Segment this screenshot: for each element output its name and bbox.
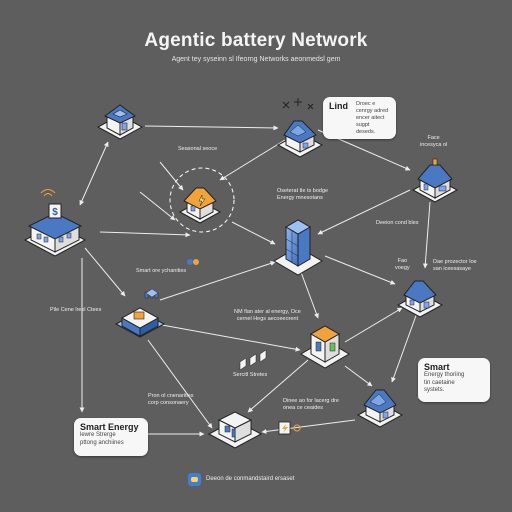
label-design-cond: Deeion cond bles bbox=[376, 220, 419, 226]
focus-ring bbox=[169, 167, 235, 233]
callout-heading: Lind bbox=[329, 101, 348, 111]
connector bbox=[261, 419, 356, 434]
connector bbox=[344, 365, 373, 387]
svg-text:$: $ bbox=[52, 207, 58, 218]
connector bbox=[159, 161, 184, 191]
connector bbox=[391, 309, 419, 383]
label-pron: Pron ol cnenarities corp consonaery bbox=[148, 393, 194, 406]
callout-lind: Lind Droec e cenrgy adred encer aitect s… bbox=[323, 97, 396, 139]
connector bbox=[159, 261, 276, 301]
connector bbox=[161, 324, 301, 352]
callout-body: Droec e cenrgy adred encer aitect sugpt … bbox=[356, 101, 389, 135]
footer-caption: Deeon de conmandstaird ersaset bbox=[206, 476, 295, 482]
energy-storage-house-icon[interactable] bbox=[411, 158, 459, 203]
connector bbox=[219, 139, 286, 181]
connector bbox=[247, 359, 309, 413]
solar-house-right-icon[interactable] bbox=[396, 280, 444, 318]
connector bbox=[422, 201, 431, 269]
label-nm-fan: NM flan ater al energy, Oce cernel Hegs … bbox=[234, 309, 301, 322]
battery-station-icon[interactable] bbox=[207, 411, 263, 449]
callout-body: Energy thoriing tin caetaine systets. bbox=[424, 372, 465, 393]
dollar-office-icon[interactable]: $ bbox=[23, 203, 87, 257]
callout-smart-right: Smart Energy thoriing tin caetaine syste… bbox=[418, 358, 490, 402]
solar-house-top-icon[interactable] bbox=[276, 120, 324, 158]
label-sercitl: Sercitl Stretes bbox=[233, 372, 268, 378]
callout-body: lewre Strerge pttong anchiines bbox=[80, 432, 124, 446]
label-smart-ychan: Smart ore ychanities bbox=[136, 268, 187, 274]
callout-smart-energy: Smart Energy lewre Strerge pttong anchii… bbox=[74, 418, 148, 456]
label-dae-prozector: Dae prozector Ioe san iceesasaye bbox=[433, 259, 477, 272]
footer-brand-icon bbox=[188, 473, 201, 486]
callout-heading: Smart bbox=[424, 362, 450, 372]
sparkle-icon bbox=[282, 98, 314, 110]
connector bbox=[144, 125, 279, 131]
connector bbox=[231, 221, 276, 245]
energy-flow-icon bbox=[187, 259, 199, 265]
connector bbox=[84, 247, 126, 297]
battery-module-icon[interactable] bbox=[114, 307, 166, 338]
connector bbox=[344, 307, 403, 343]
charging-plug-icon bbox=[278, 421, 301, 435]
label-pie-cene: Pile Cene lresl Ctees bbox=[50, 307, 102, 313]
connector bbox=[147, 339, 213, 429]
solar-cell-icon bbox=[145, 288, 159, 298]
connector bbox=[79, 141, 109, 206]
lightning-house-icon[interactable] bbox=[178, 187, 222, 224]
label-dinee: Dinee ao for lacerg dre onea ce ceaides bbox=[283, 398, 339, 411]
callout-heading: Smart Energy bbox=[80, 422, 139, 432]
solar-house-bottom-icon[interactable] bbox=[356, 389, 404, 428]
glass-tower-icon[interactable] bbox=[273, 219, 323, 276]
connections bbox=[79, 125, 453, 437]
battery-house-icon[interactable] bbox=[96, 104, 144, 140]
wifi-signal-icon bbox=[40, 189, 56, 197]
label-seasonal: Seasonal seoce bbox=[178, 146, 218, 152]
connector bbox=[324, 255, 396, 285]
page-title: Agentic battery Network bbox=[144, 30, 368, 51]
connector bbox=[99, 231, 191, 238]
solar-bars-icon bbox=[239, 349, 267, 371]
page-subtitle: Agent tey syseinn sl Ifeorng Networks ae… bbox=[171, 56, 341, 63]
connector bbox=[317, 189, 411, 235]
charging-building-icon[interactable] bbox=[300, 325, 350, 369]
connector bbox=[139, 191, 176, 221]
label-fac: Face incesyca ol bbox=[420, 135, 448, 148]
label-fao-voegy: Fao voegy bbox=[395, 258, 410, 271]
label-center: Oseterat tle ts bodge Energy mnesotans bbox=[277, 188, 329, 201]
